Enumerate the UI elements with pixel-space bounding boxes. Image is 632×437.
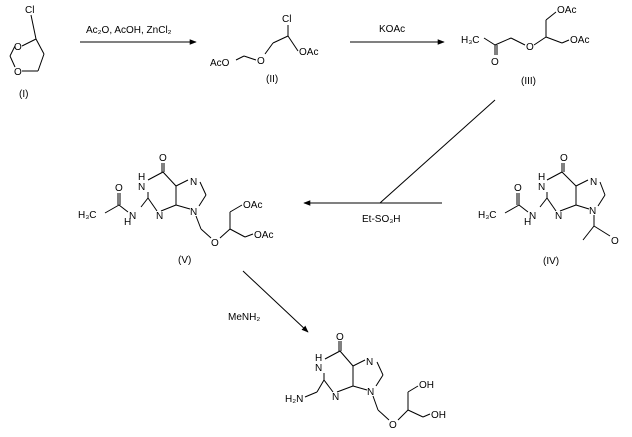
reaction-arrow-4 [242, 270, 309, 333]
compound-3-methyl: H₃C [461, 35, 480, 46]
compound-4-n1-hydrogen: H [538, 172, 545, 183]
reagent-step-4: MeNH₂ [228, 312, 260, 323]
compound-5-methyl: H₃C [78, 210, 97, 221]
compound-6-n9-atom: N [367, 387, 374, 398]
compound-1-o-atom-upper: O [14, 42, 22, 53]
reagent-step-2: KOAc [379, 24, 405, 35]
compound-2-aco-left: AcO [210, 58, 230, 69]
compound-3-ketone-o: O [491, 57, 499, 68]
compound-6-amino: H₂N [285, 394, 303, 405]
compound-5-carbonyl-o: O [159, 153, 167, 164]
reagent-step-1: Ac₂O, AcOH, ZnCl₂ [86, 25, 172, 36]
compound-2-o-atom: O [257, 56, 265, 67]
compound-5-n9-atom: N [190, 207, 197, 218]
compound-4-n3-atom: N [555, 211, 562, 222]
compound-5-bonds [104, 163, 254, 239]
compound-3-bonds [483, 11, 570, 55]
compound-4-n7-atom: N [590, 177, 597, 188]
compound-6-ether-o: O [389, 420, 397, 431]
compound-4-methyl: H₃C [478, 210, 497, 221]
compound-1-label: (I) [19, 89, 28, 100]
compound-3-oac-top: OAc [557, 5, 576, 16]
compound-5-ether-o: O [211, 238, 219, 249]
compound-5: O N H N N H H₃C O N N O OAc OAc (V) [78, 153, 273, 266]
compound-5-oac-top: OAc [243, 200, 262, 211]
reactant-connector-line [379, 99, 496, 204]
compound-4-n1-atom: N [538, 182, 545, 193]
compound-6-n1-atom: N [315, 363, 322, 374]
compound-5-n7-atom: N [190, 177, 197, 188]
compound-6-oh-right: OH [431, 410, 446, 421]
compound-2-label: (II) [266, 74, 278, 85]
compound-4-amide-n: N [529, 211, 536, 222]
compound-6-n3-atom: N [332, 392, 339, 403]
compound-1-o-atom-lower: O [14, 67, 22, 78]
compound-4-amide-h: H [524, 217, 531, 228]
compound-4: O N H N N H H₃C O N N O (IV) [478, 153, 619, 267]
compound-1-bonds [9, 14, 45, 72]
compound-5-amide-h: H [124, 217, 131, 228]
compound-4-n9-atom: N [589, 206, 596, 217]
compound-5-oac-right: OAc [254, 230, 273, 241]
compound-5-label: (V) [178, 255, 191, 266]
compound-1-cl-atom: Cl [25, 5, 34, 16]
reagent-step-3: Et-SO₃H [362, 214, 401, 225]
compound-4-label: (IV) [543, 256, 559, 267]
compound-5-amide-n: N [129, 211, 136, 222]
compound-5-amide-o: O [115, 183, 123, 194]
compound-5-n1-atom: N [138, 182, 145, 193]
compound-6-bonds [304, 341, 431, 421]
compound-3: H₃C O O OAc OAc (III) [461, 5, 589, 87]
compound-2-cl-atom: Cl [282, 14, 291, 25]
compound-6-n7-atom: N [366, 357, 373, 368]
compound-3-ether-o: O [526, 42, 534, 53]
compound-4-bonds [504, 163, 611, 241]
compound-1: Cl O O (I) [9, 5, 45, 100]
compound-6: O N H N H₂N N N O OH OH [285, 332, 446, 431]
compound-3-label: (III) [521, 76, 536, 87]
compound-5-n3-atom: N [156, 211, 163, 222]
compound-6-carbonyl-o: O [336, 332, 344, 343]
compound-3-oac-right: OAc [570, 35, 589, 46]
compound-6-oh-top: OH [419, 380, 434, 391]
compound-2: Cl O OAc AcO (II) [210, 14, 318, 85]
compound-4-carbonyl-o: O [560, 153, 568, 164]
compound-2-bonds [235, 25, 299, 61]
compound-4-acetyl-o: O [611, 236, 619, 247]
compound-2-oac-right: OAc [299, 47, 318, 58]
compound-6-n1-hydrogen: H [315, 353, 322, 364]
compound-5-n1-hydrogen: H [138, 172, 145, 183]
compound-4-amide-o: O [514, 183, 522, 194]
